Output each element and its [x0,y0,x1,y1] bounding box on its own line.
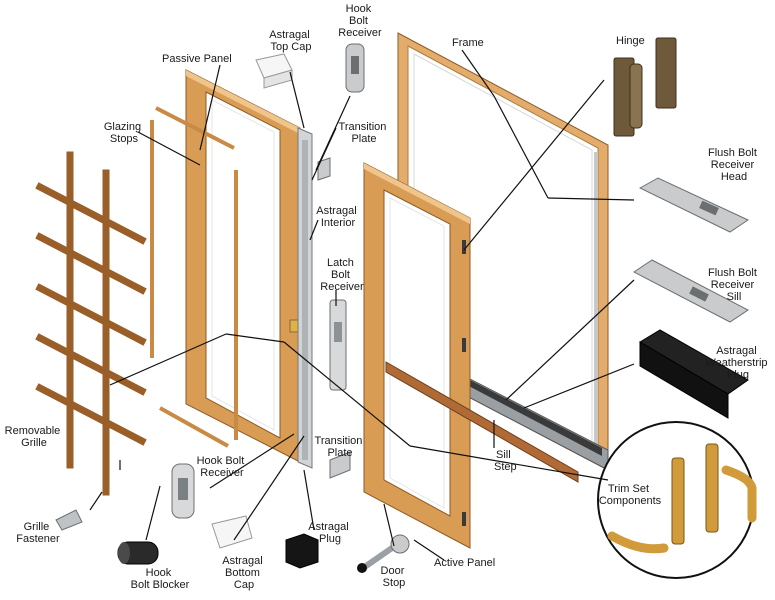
hook-bolt-receiver-bottom-label: Hook Bolt Receiver [197,455,248,479]
flush-bolt-receiver-head-part [638,177,750,233]
grille-fastener-part [55,509,83,531]
leader-lines [89,49,635,561]
astragal-plug-part [285,533,319,569]
astragal-bottom-cap-label: Astragal Bottom Cap [222,555,265,591]
latch-bolt-receiver-label: Latch Bolt Receiver [320,257,364,293]
astragal-plug-label: Astragal Plug [308,521,351,545]
astragal-weatherstrip-plug-label: Astragal Weatherstrip Plug [705,345,770,381]
astragal-part [297,127,313,469]
hook-bolt-receiver-top-label: Hook Bolt Receiver [338,3,382,39]
passive-panel-part [185,69,301,463]
trim-set-components-label: Trim Set Components [599,483,662,507]
frame-label: Frame [452,37,484,49]
step-label: Step [494,461,517,473]
hinge-label: Hinge [616,35,645,47]
removable-grille-label: Removable Grille [5,425,64,449]
astragal-top-cap-part [255,53,293,89]
hook-bolt-blocker-part [117,541,159,565]
removable-grille-part [35,151,147,496]
flush-bolt-receiver-sill-part [633,259,749,323]
door-stop-label: Door Stop [381,565,408,589]
door-stop-part [357,534,410,573]
flush-bolt-receiver-sill-label: Flush Bolt Receiver Sill [708,267,760,303]
transition-plate-bottom-part [329,451,351,479]
hook-bolt-receiver-bottom-part [171,463,195,519]
astragal-interior-label: Astragal Interior [316,205,359,229]
glazing-stops-label: Glazing Stops [104,121,144,145]
active-panel-label: Active Panel [434,557,495,569]
astragal-bottom-cap-part [211,515,253,549]
hook-bolt-receiver-top-part [345,43,365,93]
trim-set-inset [597,421,757,579]
transition-plate-top-part [317,157,331,181]
step-part [385,361,579,483]
astragal-top-cap-label: Astragal Top Cap [269,29,312,53]
grille-fastener-label: Grille Fastener [16,521,60,545]
passive-panel-label: Passive Panel [162,53,232,65]
hook-bolt-blocker-label: Hook Bolt Blocker [131,567,190,591]
glazing-stops-part [150,106,238,448]
astragal-weatherstrip-plug-part [639,329,749,419]
flush-bolt-receiver-head-label: Flush Bolt Receiver Head [708,147,760,183]
sill-label: Sill [496,449,511,461]
active-panel-part [363,162,471,549]
transition-plate-bottom-label: Transition Plate [315,435,366,459]
transition-plate-top-label: Transition Plate [339,121,390,145]
latch-bolt-receiver-part [329,299,347,391]
hinge-part [613,37,677,137]
